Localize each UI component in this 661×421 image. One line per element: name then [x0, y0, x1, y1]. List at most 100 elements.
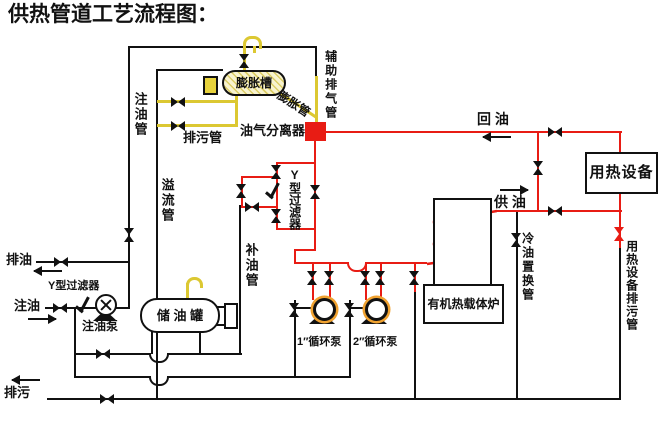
pipe-return-oil — [326, 131, 622, 133]
aux-vent-label: 辅助排气管 — [323, 50, 338, 120]
pipe-aux-vent-top — [315, 46, 317, 78]
valve-pump1-drain — [289, 303, 299, 317]
fill-oil-label: 注油 — [14, 298, 41, 313]
valve-filter-loop-bottom — [271, 209, 281, 223]
pipe-tank-drain-2 — [157, 124, 238, 127]
valve-pump2-drain — [344, 303, 354, 317]
valve-pump1-inlet — [307, 271, 317, 285]
pipe-pump1-drain — [294, 300, 296, 377]
pipe-suction-jog — [294, 249, 316, 251]
heat-equipment-box: 用热设备 — [585, 152, 658, 194]
oil-gas-separator-icon — [305, 122, 326, 141]
supply-oil-arrow — [500, 185, 529, 195]
valve-fill-riser — [124, 228, 134, 242]
valve-filter-loop-top — [271, 165, 281, 179]
pipe-tank-outlet-2 — [199, 331, 201, 354]
pipe-overflow-riser — [156, 69, 158, 399]
valve-cold-oil — [511, 233, 521, 247]
valve-tank-drain-1 — [171, 97, 185, 107]
tank-drain-pipe-label: 排污管 — [183, 130, 223, 145]
pipe-lower-manifold — [74, 376, 351, 378]
valve-filter-main — [310, 185, 320, 199]
valve-pump2-inlet — [360, 271, 370, 285]
pipe-crossover — [149, 376, 169, 386]
drain-oil-label: 排油 — [6, 252, 33, 267]
pipe-tank-drain-riser — [235, 92, 238, 126]
valve-tank-manifold — [96, 349, 110, 359]
storage-vent-hook — [186, 277, 203, 288]
pump1-icon — [313, 298, 336, 321]
pipe-filter-branch-top — [241, 176, 278, 178]
furnace-label: 有机热载体炉 — [427, 296, 500, 311]
fill-pump-icon — [95, 294, 117, 316]
valve-pump2-outlet — [375, 271, 385, 285]
valve-fill-oil — [53, 303, 67, 313]
pipe-gauge-stub-bottom — [216, 324, 226, 326]
level-gauge-icon — [203, 76, 218, 95]
pipe-crossover — [149, 353, 169, 363]
pipe-tank-outlet-1 — [151, 331, 153, 354]
pipe-separator-inlet — [315, 76, 318, 123]
pipe-equip-top-riser — [619, 131, 621, 154]
pipe-filter-loop-bottom — [276, 228, 316, 230]
fill-pipe-label: 注油管 — [132, 92, 148, 137]
y-filter-main-label: Y型过滤器 — [287, 168, 302, 230]
fill-oil-arrow — [28, 314, 57, 324]
storage-tank: 储 油 罐 — [140, 298, 220, 333]
return-oil-arrow — [482, 132, 511, 142]
supply-oil-label: 供 油 — [494, 194, 526, 210]
valve-vent — [239, 54, 249, 68]
storage-vent — [186, 283, 189, 299]
return-oil-label: 回 油 — [477, 111, 509, 127]
valve-equip-drain — [614, 227, 624, 241]
heat-equipment-label: 用热设备 — [589, 164, 654, 182]
pipe-fill-riser — [128, 46, 130, 308]
valve-makeup — [245, 202, 259, 212]
pipe-tank-drain-1 — [157, 100, 238, 103]
expansion-pipe-label: 膨胀管 — [274, 88, 313, 120]
valve-furnace-branch — [409, 271, 419, 285]
blowdown-arrow — [11, 375, 40, 385]
valve-pump1-outlet — [324, 271, 334, 285]
pipe-suction-drop — [294, 249, 296, 264]
storage-tank-label: 储 油 罐 — [156, 307, 204, 323]
pipe-pump1-suction-stub — [294, 307, 313, 309]
pipe-equip-drain — [619, 246, 621, 399]
pipe-top-loop — [130, 46, 317, 48]
furnace-base: 有机热载体炉 — [423, 284, 504, 324]
y-filter-fill-label: Y型过滤器 — [48, 280, 100, 292]
makeup-pipe-label: 补油管 — [243, 243, 259, 288]
furnace-body — [433, 198, 492, 286]
blowdown-label: 排污 — [4, 385, 31, 400]
y-strainer-main-icon — [266, 182, 282, 200]
pipe-filter-loop-top — [276, 162, 316, 164]
valve-filter-branch — [236, 184, 246, 198]
pipe-makeup-riser — [239, 205, 241, 354]
drain-oil-arrow — [33, 266, 62, 276]
separator-label: 油气分离器 — [240, 123, 306, 138]
vent-hook — [243, 36, 262, 49]
vent-hook-tail — [253, 46, 256, 53]
valve-blowdown — [100, 394, 114, 404]
pipe-drain-oil — [36, 261, 130, 263]
storage-tank-gauge-icon — [224, 303, 238, 329]
page-title: 供热管道工艺流程图： — [8, 3, 218, 26]
valve-supply-oil — [548, 206, 562, 216]
pipe-equip-bottom-riser — [619, 190, 621, 248]
valve-return-oil — [548, 127, 562, 137]
y-strainer-fill-icon — [76, 296, 92, 314]
pipe-blowdown — [47, 398, 621, 400]
pipe-gauge-stub-top — [216, 306, 226, 308]
pipe-pump2-drain — [349, 300, 351, 377]
cold-oil-pipe-label: 冷油置换管 — [520, 232, 535, 302]
pipe-furnace-drain — [414, 290, 416, 399]
valve-drain-oil — [54, 257, 68, 267]
pump2-label: 2″循环泵 — [353, 336, 398, 348]
valve-bypass — [533, 161, 543, 175]
expansion-tank-label: 膨胀槽 — [235, 75, 272, 90]
pump2-icon — [365, 298, 388, 321]
pipe-filter-branch-bottom — [241, 206, 278, 208]
equip-drain-pipe-label: 用热设备排污管 — [624, 240, 639, 331]
valve-tank-drain-2 — [171, 121, 185, 131]
